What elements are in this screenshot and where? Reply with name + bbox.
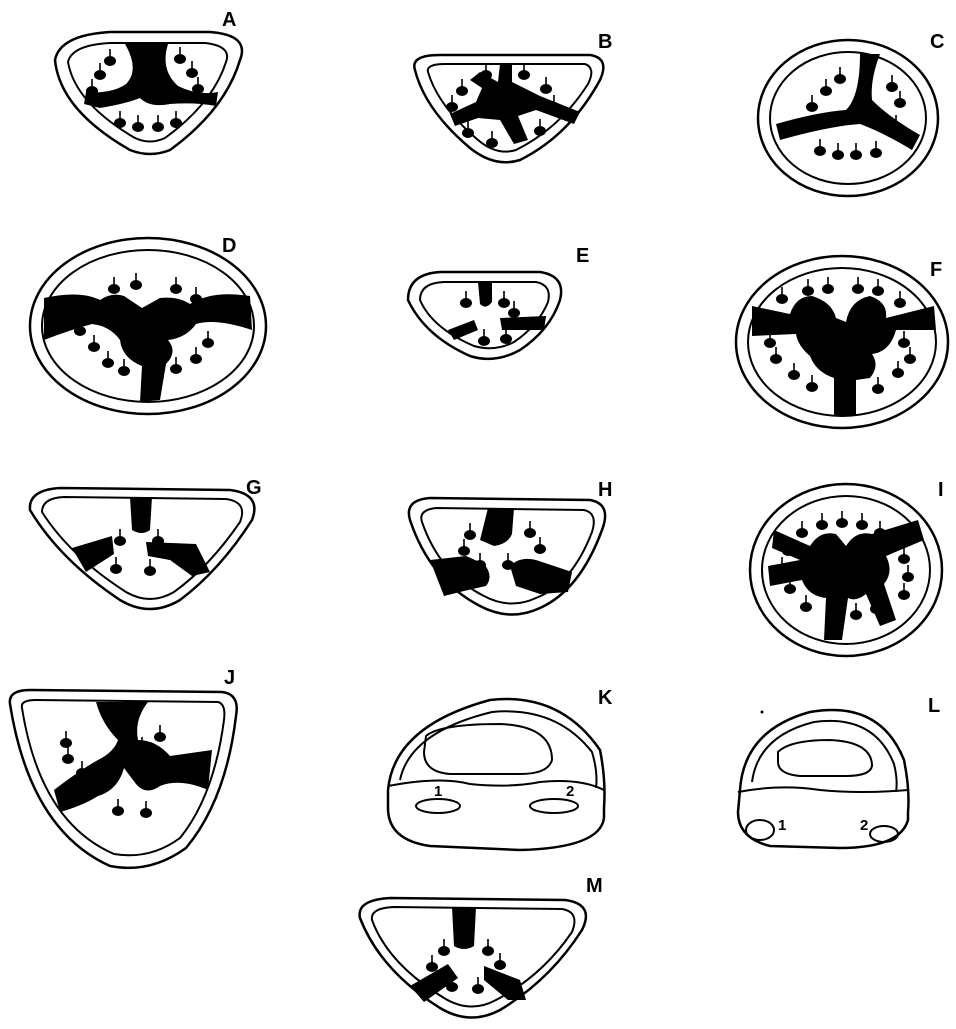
panel-m-septa bbox=[410, 907, 526, 1002]
panel-d-septa bbox=[44, 294, 252, 402]
panel-k-carpel-2 bbox=[530, 799, 578, 813]
panel-k-number-1: 1 bbox=[434, 783, 442, 800]
panel-l-base-ring bbox=[738, 787, 908, 792]
panel-d: D bbox=[30, 235, 266, 414]
panel-l-locule bbox=[778, 740, 872, 776]
panel-i-septa bbox=[768, 520, 924, 640]
panel-h-label: H bbox=[598, 479, 612, 501]
panel-j: J bbox=[10, 667, 237, 868]
panel-l-carpel-1 bbox=[746, 820, 774, 840]
panel-j-septa bbox=[54, 702, 212, 812]
panel-k-carpel-1 bbox=[416, 799, 460, 813]
panel-e-septa bbox=[448, 282, 546, 340]
panel-g-label: G bbox=[246, 477, 262, 499]
panel-h: H bbox=[409, 479, 613, 615]
panel-l-label: L bbox=[928, 695, 940, 717]
panel-m: M bbox=[360, 875, 603, 1018]
panel-h-septa bbox=[430, 508, 572, 596]
panel-i-label: I bbox=[938, 479, 944, 501]
panel-g: G bbox=[30, 477, 262, 609]
panel-l: 1 2 L bbox=[738, 695, 940, 848]
panel-j-label: J bbox=[224, 667, 235, 689]
panel-b: B bbox=[414, 31, 612, 162]
stray-dot bbox=[761, 711, 764, 714]
panel-b-label: B bbox=[598, 31, 612, 53]
panel-a-label: A bbox=[222, 9, 236, 31]
panel-l-outer-wall bbox=[738, 710, 909, 848]
panel-l-carpel-2 bbox=[870, 826, 898, 842]
panel-f-label: F bbox=[930, 259, 942, 281]
panel-c: C bbox=[758, 31, 944, 196]
panel-d-label: D bbox=[222, 235, 236, 257]
panel-k-label: K bbox=[598, 687, 613, 709]
panel-e: E bbox=[408, 245, 589, 359]
panel-i: I bbox=[750, 479, 944, 656]
panel-e-label: E bbox=[576, 245, 589, 267]
panel-k-inner-wall bbox=[400, 711, 597, 788]
panel-k-number-2: 2 bbox=[566, 783, 574, 800]
panel-k-locule bbox=[424, 724, 552, 774]
panel-f: F bbox=[736, 256, 948, 428]
panel-l-number-2: 2 bbox=[860, 817, 868, 834]
panel-m-label: M bbox=[586, 875, 603, 897]
panel-a: A bbox=[55, 9, 242, 154]
panel-l-inner-wall bbox=[752, 721, 897, 792]
panel-c-label: C bbox=[930, 31, 944, 53]
panel-k: 1 2 K bbox=[388, 687, 613, 850]
panel-g-septa bbox=[72, 497, 210, 576]
panel-l-number-1: 1 bbox=[778, 817, 786, 834]
